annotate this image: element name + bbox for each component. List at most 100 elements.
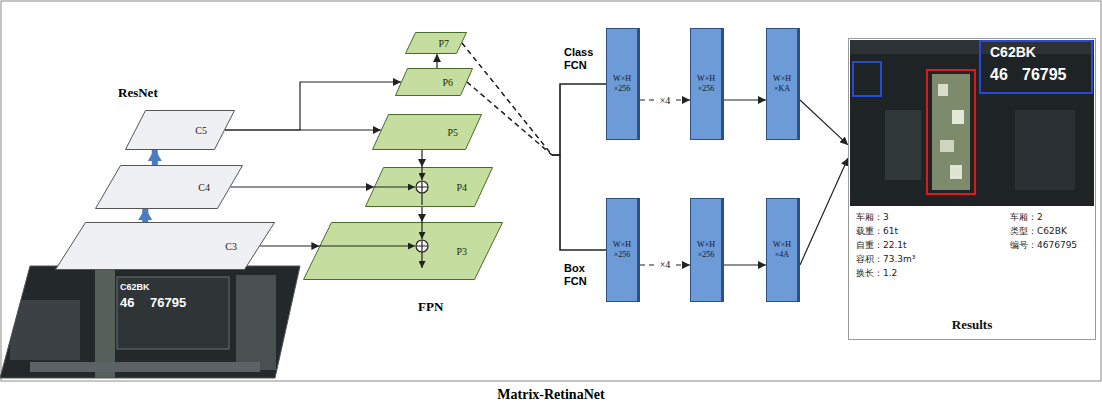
connector (145, 209, 146, 222)
connector (724, 265, 766, 266)
connector (225, 130, 381, 131)
layer-outline (372, 114, 482, 150)
connector (462, 43, 606, 155)
edge-label: ×4 (658, 95, 673, 106)
result-field: 编号：4676795 (1010, 240, 1077, 250)
node-label: W×H ×256 (608, 240, 636, 259)
sum-cross (416, 181, 428, 193)
connector (462, 43, 606, 250)
connector-line (724, 264, 766, 265)
branch-title: Class FCN (564, 46, 604, 71)
detection-box-blue (980, 41, 1092, 93)
section-title: ResNet (118, 86, 158, 101)
sum-symbol (416, 181, 428, 252)
merge-line (421, 252, 422, 268)
connector-line (436, 54, 437, 68)
wagon-marking: 76795 (1022, 66, 1067, 84)
node-label: W×H ×256 (692, 240, 720, 259)
connector (437, 54, 438, 68)
node-label: W×H ×256 (692, 74, 720, 93)
node-label: C4 (198, 182, 210, 193)
connector-line (552, 84, 606, 155)
result-field: 换长：1.2 (856, 268, 897, 278)
result-field: 车厢：3 (856, 212, 889, 222)
connector-line (462, 43, 552, 155)
connector-line (552, 84, 606, 155)
connector-line (552, 155, 606, 250)
connector-line (421, 150, 422, 167)
conv-block: W×H ×256 (690, 28, 724, 140)
conv-block: W×H ×KA (766, 28, 800, 140)
pyramid-level: P3 (303, 222, 503, 280)
node-label: P6 (442, 77, 453, 88)
layer-shape (96, 166, 243, 209)
node-label: P4 (456, 182, 467, 193)
layer-shape (373, 115, 482, 150)
photo-patch (236, 275, 276, 370)
result-wagon (932, 74, 970, 190)
connector-line (225, 129, 381, 130)
result-photo (850, 40, 1094, 206)
layer-outline (125, 110, 235, 150)
result-patch (1015, 110, 1075, 190)
results-panel: Results (848, 38, 1096, 340)
pyramid-level: P5 (372, 114, 482, 150)
connector (225, 82, 401, 130)
result-field: 类型：C62BK (1010, 226, 1067, 236)
section-title: FPN (418, 300, 443, 315)
wagon-marking: 46 (990, 66, 1008, 84)
photo-border (0, 266, 300, 378)
result-spot (950, 165, 962, 179)
connector-line (462, 43, 552, 155)
node-label: P3 (456, 246, 467, 257)
layer-shape (56, 223, 275, 270)
photo-wagon (117, 277, 229, 349)
result-strip (850, 40, 1094, 54)
conv-block: W×H ×256 (606, 28, 640, 140)
result-field: 自重：22.1t (856, 240, 907, 250)
connector (800, 158, 848, 265)
sum-circle (416, 240, 428, 252)
figure-frame (1, 1, 1101, 381)
connector-line (142, 209, 148, 222)
node-label: P5 (447, 127, 458, 138)
wagon-marking: 76795 (150, 296, 186, 311)
layer-outline (405, 32, 467, 54)
result-field: 车厢：2 (1010, 212, 1043, 222)
layer-outline (303, 222, 503, 280)
connector (724, 100, 766, 101)
connector-line (552, 155, 606, 250)
photo-patch (95, 270, 115, 378)
connector-line (800, 158, 848, 265)
connector-line (724, 99, 766, 100)
layer-shape (406, 33, 467, 54)
merge-line (421, 222, 422, 239)
input-photo (0, 266, 300, 378)
node-label: W×H ×KA (768, 74, 796, 93)
wagon-marking: C62BK (120, 282, 150, 292)
sum-cross (416, 240, 428, 252)
merge-lines (319, 167, 422, 268)
connector (231, 187, 375, 188)
connector-line (152, 150, 158, 165)
layer-shape (126, 111, 235, 150)
result-field: 载重：61t (856, 226, 898, 236)
connector (467, 82, 606, 155)
layer-shape (366, 168, 493, 207)
node-label: W×H ×4A (768, 240, 796, 259)
branch-title: Box FCN (564, 262, 604, 287)
backbone-layer: C4 (95, 165, 243, 209)
result-field: 容积：73.3m³ (856, 254, 915, 264)
conv-block: W×H ×256 (606, 198, 640, 302)
detection-box-red (927, 70, 975, 194)
pyramid-level: P7 (405, 32, 467, 54)
node-label: Results (952, 317, 992, 333)
photo-patch (10, 300, 80, 360)
detection-box-blue (853, 62, 881, 96)
layer-outline (395, 68, 473, 96)
result-spot (938, 84, 948, 96)
node-label: P7 (438, 38, 449, 49)
connector-line (225, 82, 401, 130)
